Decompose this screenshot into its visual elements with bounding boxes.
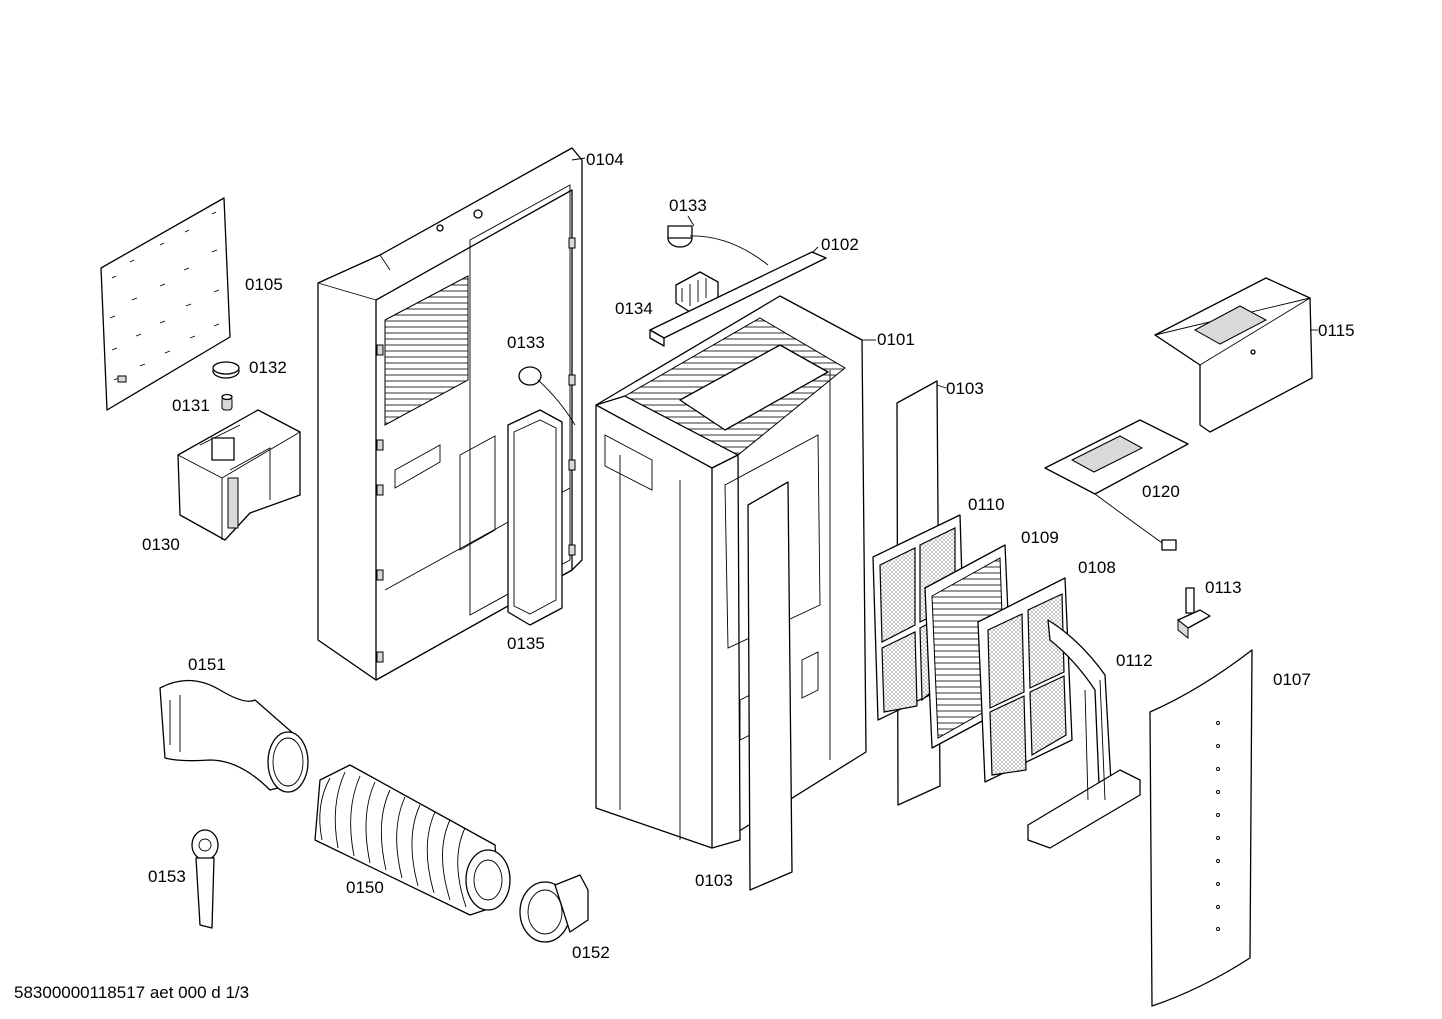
label-0133-upper: 0133 xyxy=(669,196,707,215)
label-0109: 0109 xyxy=(1021,528,1059,547)
label-0133-lower: 0133 xyxy=(507,333,545,352)
label-0105: 0105 xyxy=(245,275,283,294)
leader-lines xyxy=(571,157,1318,389)
label-0132: 0132 xyxy=(249,358,287,377)
label-0120: 0120 xyxy=(1142,482,1180,501)
label-0135: 0135 xyxy=(507,634,545,653)
label-0115: 0115 xyxy=(1318,321,1355,340)
label-0108: 0108 xyxy=(1078,558,1116,577)
front-panel-0107 xyxy=(1149,649,1253,1007)
label-0134: 0134 xyxy=(615,299,653,318)
cap-0132 xyxy=(212,361,240,379)
label-0130: 0130 xyxy=(142,535,180,554)
sensor-0113 xyxy=(1177,587,1211,640)
plug-0131 xyxy=(221,393,233,411)
label-0151: 0151 xyxy=(188,655,226,674)
label-0152: 0152 xyxy=(572,943,610,962)
front-trim-0103-lower xyxy=(747,481,793,891)
hose-clamp-0153 xyxy=(191,829,219,929)
main-housing-0101 xyxy=(595,295,867,849)
top-cover-0115 xyxy=(1153,277,1313,433)
motor-0133-upper xyxy=(667,225,769,266)
label-0102: 0102 xyxy=(821,235,859,254)
label-0103-right: 0103 xyxy=(946,379,984,398)
top-strip-0102 xyxy=(649,251,827,347)
label-0113: 0113 xyxy=(1205,578,1242,597)
label-0150: 0150 xyxy=(346,878,384,897)
bracket-0112 xyxy=(1027,619,1141,849)
motor-0133-lower xyxy=(518,366,576,426)
window-adapter-0152 xyxy=(519,874,589,943)
label-0104: 0104 xyxy=(586,150,624,169)
drawing-id: 58300000118517 aet 000 d 1/3 xyxy=(14,983,250,1002)
water-tray-0130 xyxy=(177,409,301,541)
control-board-0120 xyxy=(1044,419,1189,551)
elbow-duct-0151 xyxy=(159,679,309,793)
label-0110: 0110 xyxy=(968,495,1005,514)
label-0107: 0107 xyxy=(1273,670,1311,689)
label-0103-lower: 0103 xyxy=(695,871,733,890)
label-0131: 0131 xyxy=(172,396,210,415)
channel-0135 xyxy=(507,409,563,626)
back-plate-0105 xyxy=(100,197,231,411)
hose-0150 xyxy=(314,764,511,916)
label-0112: 0112 xyxy=(1116,651,1153,670)
label-0153: 0153 xyxy=(148,867,186,886)
label-0101: 0101 xyxy=(877,330,915,349)
